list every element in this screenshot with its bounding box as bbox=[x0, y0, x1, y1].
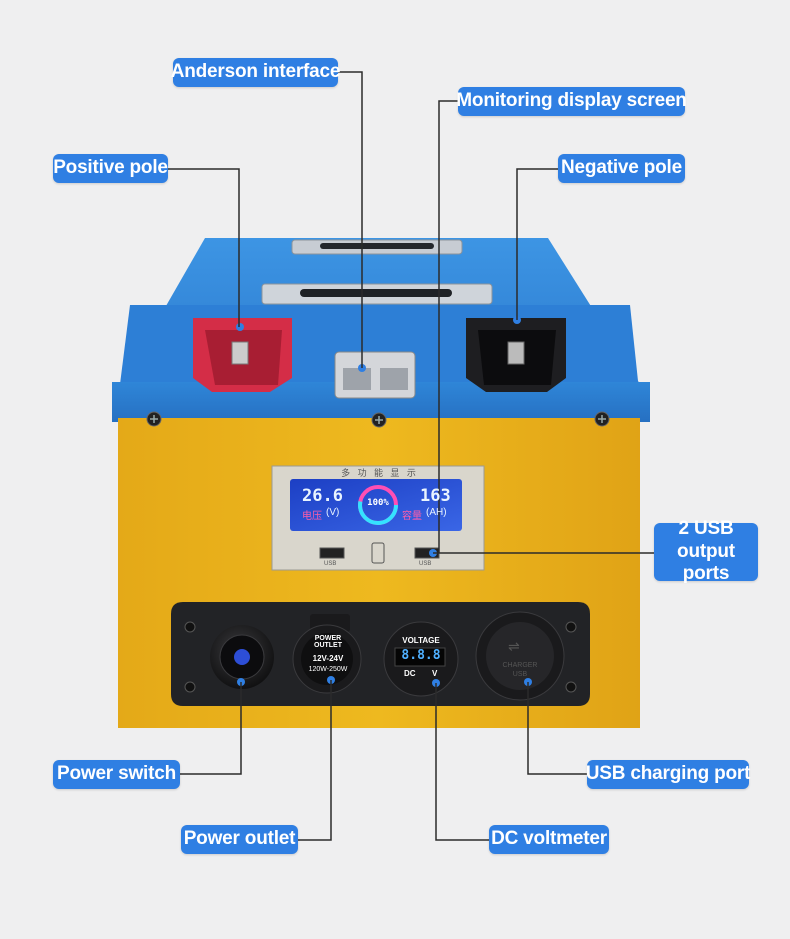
usb-port-left bbox=[319, 547, 345, 559]
callout-usb-output: 2 USB output ports bbox=[654, 518, 758, 584]
usb-right-label: USB bbox=[419, 561, 432, 567]
capacity-label: 容量 bbox=[402, 511, 422, 522]
voltmeter-reading: 8.8.8 bbox=[401, 648, 441, 663]
anderson-connector bbox=[334, 351, 416, 399]
voltmeter bbox=[383, 621, 459, 697]
percent-readout: 100% bbox=[367, 498, 389, 508]
charger-line2: USB bbox=[512, 671, 528, 678]
lcd-screen bbox=[290, 479, 462, 531]
voltmeter-dc: DC bbox=[404, 669, 416, 678]
voltage-readout: 26.6 bbox=[302, 486, 343, 506]
outlet-voltage: 12V-24V bbox=[312, 654, 344, 663]
voltmeter-v: V bbox=[432, 669, 438, 678]
usb-charger bbox=[475, 611, 565, 701]
positive-terminal bbox=[193, 318, 292, 392]
outlet-arc-text: POWER OUTLET bbox=[314, 635, 342, 649]
callout-usb-charging-port: USB charging port bbox=[586, 760, 750, 789]
callout-power-outlet: Power outlet bbox=[181, 825, 298, 854]
callout-anderson-interface: Anderson interface bbox=[171, 58, 340, 87]
callout-usb-output-line2: output ports bbox=[677, 540, 735, 585]
capacity-readout: 163 bbox=[420, 486, 451, 506]
capacity-unit: (AH) bbox=[426, 507, 447, 518]
display-header: 多 功 能 显 示 bbox=[341, 469, 417, 479]
usb-left-label: USB bbox=[324, 561, 337, 567]
outlet-wattage: 120W-250W bbox=[308, 666, 348, 673]
negative-terminal bbox=[466, 316, 566, 392]
voltmeter-title: VOLTAGE bbox=[402, 636, 440, 645]
callout-usb-output-line1: 2 USB bbox=[678, 517, 734, 539]
usb-symbol-icon: ⇌ bbox=[508, 638, 520, 654]
leader-lines bbox=[168, 71, 654, 841]
voltage-label: 电压 bbox=[302, 511, 322, 522]
power-outlet bbox=[292, 614, 362, 694]
callout-negative-pole: Negative pole bbox=[558, 154, 685, 183]
callout-dc-voltmeter: DC voltmeter bbox=[489, 825, 609, 854]
voltage-unit: (V) bbox=[326, 507, 340, 518]
charger-line1: CHARGER bbox=[502, 662, 538, 669]
callout-positive-pole: Positive pole bbox=[53, 154, 168, 183]
callout-monitoring-display: Monitoring display screen bbox=[456, 87, 687, 116]
power-switch bbox=[210, 625, 274, 689]
callout-power-switch: Power switch bbox=[53, 760, 180, 789]
phone-icon bbox=[371, 542, 385, 564]
